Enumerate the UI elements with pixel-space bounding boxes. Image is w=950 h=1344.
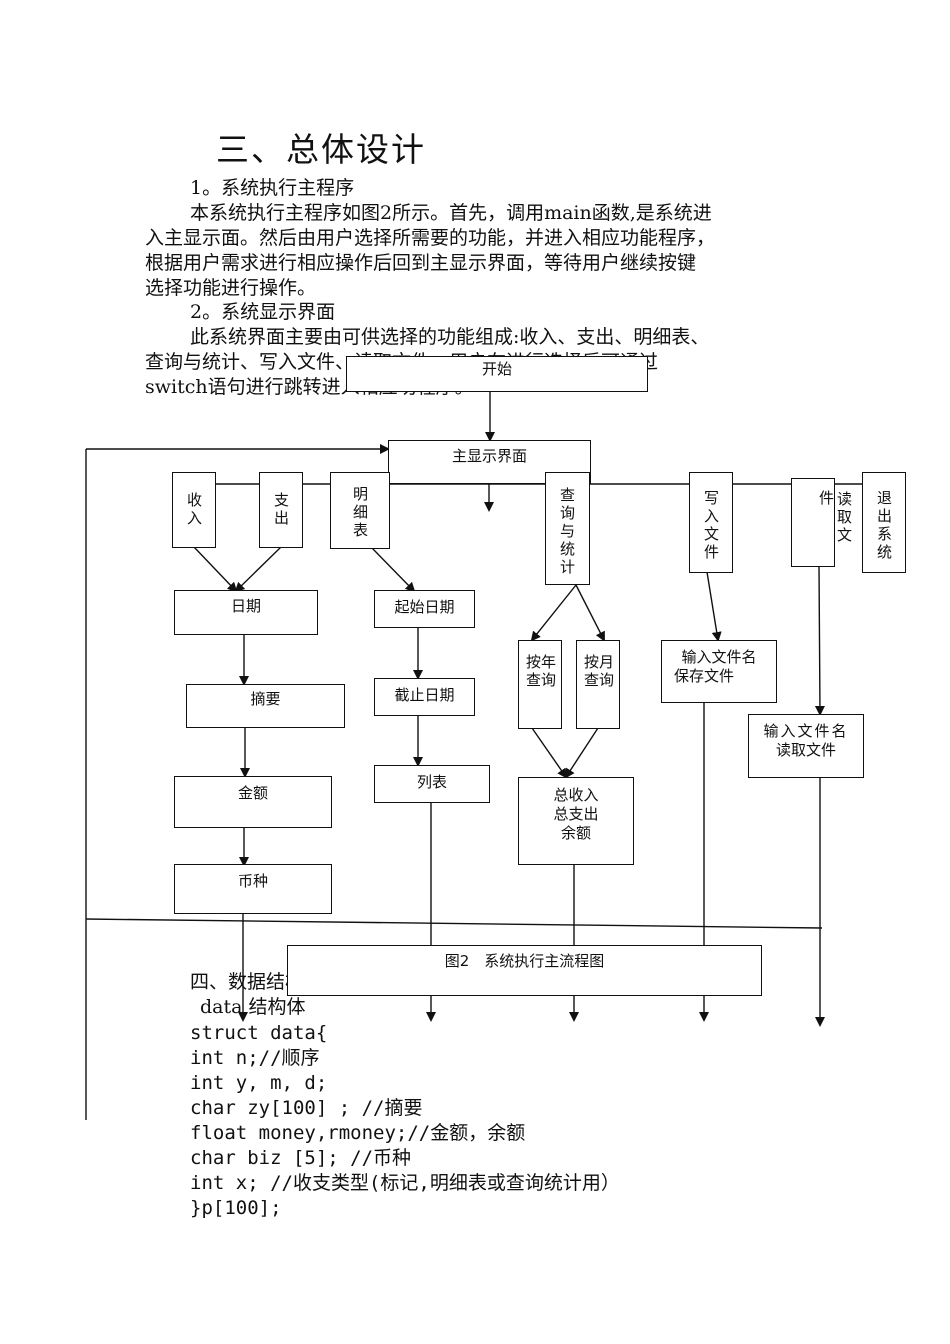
exit-label: 退出系统 <box>876 489 892 561</box>
section1-line: 根据用户需求进行相应操作后回到主显示界面，等待用户继续按键 <box>145 252 697 274</box>
by-month-label: 按月查询 <box>583 653 614 689</box>
read-input-line2: 读取文件 <box>775 741 836 759</box>
save-file-line1: 输入文件名 <box>681 648 757 666</box>
summary-label: 摘要 <box>250 690 281 708</box>
date-label: 日期 <box>230 597 261 615</box>
amount-box: 金额 <box>174 776 332 828</box>
list-label: 列表 <box>416 773 447 791</box>
code-line: struct data{ <box>190 1022 328 1044</box>
currency-label: 币种 <box>237 872 268 890</box>
start-label: 开始 <box>481 360 512 378</box>
by-year-label: 按年查询 <box>525 653 556 689</box>
expense-box: 支出 <box>259 472 303 548</box>
save-file-line2: 保存文件 <box>674 667 735 685</box>
totals-box: 总收入 总支出 余额 <box>518 777 634 865</box>
section4-subtitle: data 结构体 <box>200 996 306 1018</box>
by-month-box: 按月查询 <box>576 640 620 729</box>
section1-line: 本系统执行主程序如图2所示。首先，调用main函数,是系统进 <box>190 202 712 224</box>
section1-line: 入主显示面。然后由用户选择所需要的功能，并进入相应功能程序， <box>145 227 716 249</box>
code-line: char biz [5]; //币种 <box>190 1147 412 1169</box>
code-line: int x; //收支类型(标记,明细表或查询统计用） <box>190 1172 620 1194</box>
end-date-label: 截止日期 <box>394 686 455 704</box>
code-line: char zy[100] ; //摘要 <box>190 1097 423 1119</box>
write-file-box: 写入文件 <box>689 472 733 573</box>
amount-label: 金额 <box>237 784 268 802</box>
start-box: 开始 <box>346 356 648 392</box>
section2-title: 2。系统显示界面 <box>190 301 336 323</box>
section2-line: 此系统界面主要由可供选择的功能组成:收入、支出、明细表、 <box>190 326 710 348</box>
read-file-label-a: 件 <box>818 489 834 507</box>
summary-box: 摘要 <box>186 684 345 728</box>
read-input-box: 输入文件名 读取文件 <box>748 714 864 778</box>
date-box: 日期 <box>174 590 318 635</box>
save-file-box: 输入文件名 保存文件 <box>661 640 777 703</box>
figure-caption-box: 图2 系统执行主流程图 <box>287 945 762 996</box>
end-date-box: 截止日期 <box>374 678 475 716</box>
query-box: 查询与统计 <box>545 472 590 585</box>
balance-label: 余额 <box>560 824 591 842</box>
total-income-label: 总收入 <box>553 786 599 804</box>
detail-label: 明细表 <box>352 485 368 539</box>
currency-box: 币种 <box>174 864 332 914</box>
section4-title: 四、数据结构 <box>190 971 305 993</box>
list-box: 列表 <box>374 765 490 803</box>
income-label: 收入 <box>186 491 202 527</box>
read-input-line1: 输入文件名 <box>763 722 849 740</box>
exit-box: 退出系统 <box>862 472 906 573</box>
section1-line: 选择功能进行操作。 <box>145 277 317 299</box>
write-file-label: 写入文件 <box>703 489 719 561</box>
by-year-box: 按年查询 <box>518 640 562 729</box>
total-expense-label: 总支出 <box>553 805 599 823</box>
read-file-label-b: 读取文 <box>836 490 852 544</box>
main-screen-label: 主显示界面 <box>451 447 527 465</box>
section-heading: 三、总体设计 <box>216 130 426 169</box>
code-line: int y, m, d; <box>190 1072 328 1094</box>
code-line: }p[100]; <box>190 1197 282 1219</box>
query-label: 查询与统计 <box>559 486 575 576</box>
code-line: int n;//顺序 <box>190 1047 320 1069</box>
section1-title: 1。系统执行主程序 <box>190 177 355 199</box>
code-line: float money,rmoney;//金额，余额 <box>190 1122 526 1144</box>
expense-label: 支出 <box>273 491 289 527</box>
read-file-box: 件 <box>791 478 835 567</box>
start-date-box: 起始日期 <box>374 590 475 628</box>
start-date-label: 起始日期 <box>394 598 455 616</box>
figure-caption: 图2 系统执行主流程图 <box>444 952 605 970</box>
income-box: 收入 <box>172 472 216 548</box>
detail-box: 明细表 <box>330 472 390 549</box>
